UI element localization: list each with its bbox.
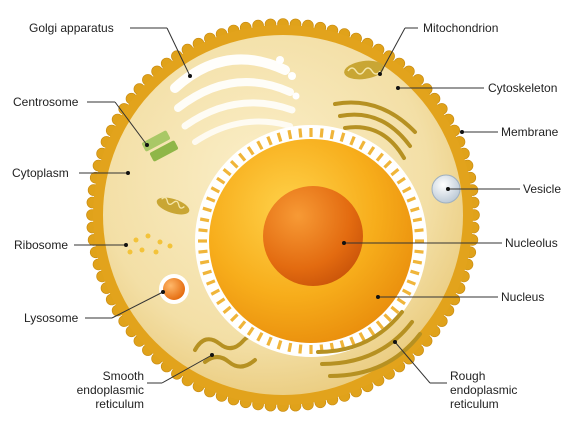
label-centrosome: Centrosome xyxy=(13,95,78,109)
label-membrane: Membrane xyxy=(501,125,558,139)
nuclear-pore xyxy=(321,129,322,138)
label-cytoplasm: Cytoplasm xyxy=(12,166,69,180)
label-cytoskeleton: Cytoskeleton xyxy=(488,81,557,95)
nuclear-pore xyxy=(415,230,424,231)
nuclear-pore xyxy=(300,345,301,354)
nuclear-pore xyxy=(331,130,333,139)
label-smooth-er: Smooth endoplasmic reticulum xyxy=(52,369,144,411)
label-vesicle: Vesicle xyxy=(523,182,561,196)
nuclear-pore xyxy=(289,130,291,139)
label-lysosome: Lysosome xyxy=(24,311,78,325)
nuclear-pore xyxy=(300,129,301,138)
nuclear-pore xyxy=(199,251,208,252)
label-nucleolus: Nucleolus xyxy=(505,236,558,250)
nuclear-pore xyxy=(200,261,209,263)
label-rough-er: Rough endoplasmic reticulum xyxy=(450,369,517,411)
nuclear-pore xyxy=(413,219,422,221)
label-nucleus: Nucleus xyxy=(501,290,544,304)
nuclear-pore xyxy=(413,261,422,263)
label-golgi-apparatus: Golgi apparatus xyxy=(29,21,114,35)
nuclear-pore xyxy=(415,251,424,252)
label-mitochondrion: Mitochondrion xyxy=(423,21,498,35)
nuclear-pore xyxy=(200,219,209,221)
label-ribosome: Ribosome xyxy=(14,238,68,252)
nuclear-pore xyxy=(289,343,291,352)
nucleolus xyxy=(263,186,363,286)
nuclear-pore xyxy=(199,230,208,231)
